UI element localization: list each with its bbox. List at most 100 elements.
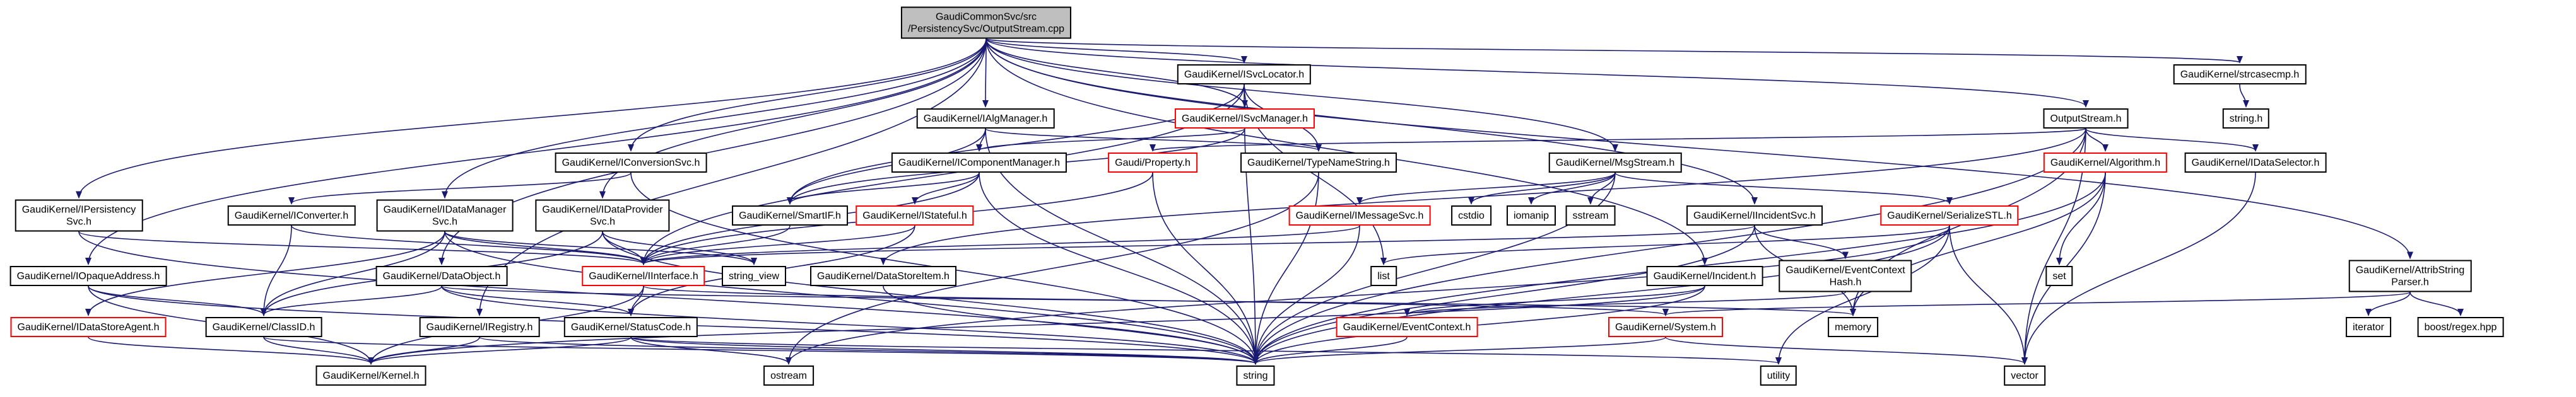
node-gaudikernel-istateful-h[interactable]: GaudiKernel/IStateful.h xyxy=(856,205,974,226)
edge-n3-n18 xyxy=(787,128,986,205)
node-gaudikernel-imessagesvc-h[interactable]: GaudiKernel/IMessageSvc.h xyxy=(1288,205,1431,226)
node-gaudikernel-isvclocator-h[interactable]: GaudiKernel/ISvcLocator.h xyxy=(1177,64,1312,84)
node-iterator: iterator xyxy=(2346,317,2391,337)
edge-n25-n47 xyxy=(1252,225,1950,365)
edge-n11-n25 xyxy=(1614,172,1953,205)
edge-n41-n47 xyxy=(1252,337,1666,365)
node-gaudikernel-attribstring-parser-h[interactable]: GaudiKernel/AttribString Parser.h xyxy=(2348,260,2472,292)
edge-n16-n36 xyxy=(85,231,445,316)
edge-n37-n45 xyxy=(263,337,374,365)
edge-n0-n32 xyxy=(985,38,1708,265)
node-gaudikernel-iinterface-h[interactable]: GaudiKernel/IInterface.h xyxy=(582,266,705,286)
node-sstream: sstream xyxy=(1565,205,1616,226)
node-list: list xyxy=(1370,266,1397,286)
node-gaudikernel-iincidentsvc-h[interactable]: GaudiKernel/IIncidentSvc.h xyxy=(1686,205,1823,226)
edge-n40-n47 xyxy=(1252,337,1408,365)
edge-n8-n18 xyxy=(787,172,980,205)
edge-n14-n47 xyxy=(78,231,1259,365)
node-gaudikernel-idataprovider-svc-h[interactable]: GaudiKernel/IDataProvider Svc.h xyxy=(535,199,670,232)
node-gaudikernel-iopaqueaddress-h[interactable]: GaudiKernel/IOpaqueAddress.h xyxy=(9,266,167,286)
node-gaudikernel-incident-h[interactable]: GaudiKernel/Incident.h xyxy=(1646,266,1763,286)
edge-n0-n16 xyxy=(442,38,987,199)
node-gaudikernel-eventcontext-h[interactable]: GaudiKernel/EventContext.h xyxy=(1336,317,1478,337)
node-gaudikernel-iregistry-h[interactable]: GaudiKernel/IRegistry.h xyxy=(419,317,540,337)
edge-n6-n47 xyxy=(1252,128,2086,365)
edge-n9-n47 xyxy=(1152,172,1259,365)
node-set: set xyxy=(2045,266,2073,286)
node-gaudikernel-eventcontext-hash-h[interactable]: GaudiKernel/EventContext Hash.h xyxy=(1779,260,1912,292)
edge-n15-n37 xyxy=(261,225,292,316)
edge-n28-n41 xyxy=(643,285,1669,316)
edge-n0-n7 xyxy=(628,38,987,152)
edge-n3-n10 xyxy=(985,128,1322,152)
node-gaudikernel-system-h[interactable]: GaudiKernel/System.h xyxy=(1608,317,1724,337)
edge-n30-n47 xyxy=(883,285,1259,365)
node-gaudikernel-idatastoreagent-h[interactable]: GaudiKernel/IDataStoreAgent.h xyxy=(10,317,167,337)
edge-n35-n43 xyxy=(2365,292,2411,316)
node-gaudikernel-strcasecmp-h[interactable]: GaudiKernel/strcasecmp.h xyxy=(2173,64,2307,84)
node-gaudi-property-h[interactable]: Gaudi/Property.h xyxy=(1108,152,1197,173)
edge-n17-n29 xyxy=(602,231,757,265)
node-gaudikernel-iconverter-h[interactable]: GaudiKernel/IConverter.h xyxy=(227,205,356,226)
edge-n20-n47 xyxy=(1252,225,1360,365)
edge-n11-n20 xyxy=(1356,172,1616,205)
node-gaudikernel-isvcmanager-h[interactable]: GaudiKernel/ISvcManager.h xyxy=(1174,108,1315,129)
edge-n12-n34 xyxy=(2056,172,2106,265)
edge-n35-n41 xyxy=(1662,291,2411,316)
node-gaudikernel-smartif-h[interactable]: GaudiKernel/SmartIF.h xyxy=(732,205,848,226)
node-gaudikernel-idatamanager-svc-h[interactable]: GaudiKernel/IDataManager Svc.h xyxy=(376,199,514,232)
node-gaudikernel-dataobject-h[interactable]: GaudiKernel/DataObject.h xyxy=(375,266,508,286)
edge-n38-n45 xyxy=(368,337,480,365)
node-gaudikernel-algorithm-h[interactable]: GaudiKernel/Algorithm.h xyxy=(2043,152,2168,173)
node-gaudikernel-serializestl-h[interactable]: GaudiKernel/SerializeSTL.h xyxy=(1880,205,2019,226)
edge-n8-n47 xyxy=(979,172,1259,365)
node-iomanip: iomanip xyxy=(1506,205,1556,226)
node-outputstream-h[interactable]: OutputStream.h xyxy=(2043,108,2129,129)
edge-n2-n5 xyxy=(2239,84,2249,108)
edge-n25-n48 xyxy=(1775,225,1950,365)
node-memory: memory xyxy=(1828,317,1878,337)
edge-n0-n35 xyxy=(985,38,2413,260)
node-gaudikernel-typenamestring-h[interactable]: GaudiKernel/TypeNameString.h xyxy=(1240,152,1397,173)
edge-n13-n49 xyxy=(2021,172,2256,365)
node-gaudikernel-ipersistency-svc-h[interactable]: GaudiKernel/IPersistency Svc.h xyxy=(15,199,143,232)
edge-n27-n39 xyxy=(441,285,634,316)
edge-n0-n3 xyxy=(982,38,989,108)
edge-n35-n44 xyxy=(2409,292,2464,316)
node-gaudikernel-statuscode-h[interactable]: GaudiKernel/StatusCode.h xyxy=(563,317,698,337)
node-gaudikernel-kernel-h[interactable]: GaudiKernel/Kernel.h xyxy=(315,365,426,386)
node-gaudikernel-classid-h[interactable]: GaudiKernel/ClassID.h xyxy=(205,317,322,337)
node-gaudikernel-ialgmanager-h[interactable]: GaudiKernel/IAlgManager.h xyxy=(916,108,1055,129)
edge-n16-n29 xyxy=(444,231,757,265)
node-gaudikernel-iconversionsvc-h[interactable]: GaudiKernel/IConversionSvc.h xyxy=(555,152,707,173)
edge-n0-n27 xyxy=(438,38,987,265)
edge-n6-n9 xyxy=(1150,128,2086,152)
node-string-h: string.h xyxy=(2222,108,2270,129)
edge-n24-n28 xyxy=(640,225,1755,265)
edge-n0-n4 xyxy=(985,38,1248,108)
edge-n33-n40 xyxy=(1404,291,1846,316)
edge-n0-n11 xyxy=(985,38,1618,152)
edge-n10-n47 xyxy=(1252,172,1319,365)
node-boost-regex-hpp: boost/regex.hpp xyxy=(2417,317,2504,337)
edge-n0-n26 xyxy=(85,38,987,265)
edge-n0-n6 xyxy=(985,38,2089,108)
node-string-view: string_view xyxy=(721,266,787,286)
edge-n36-n45 xyxy=(88,337,374,365)
edge-n39-n47 xyxy=(630,337,1259,365)
node-gaudikernel-icomponentmanager-h[interactable]: GaudiKernel/IComponentManager.h xyxy=(891,152,1067,173)
edge-n18-n28 xyxy=(640,225,791,265)
edge-n11-n21 xyxy=(1468,172,1616,205)
edge-n4-n8 xyxy=(976,128,1245,152)
edge-n27-n37 xyxy=(261,285,442,316)
edge-n0-n38 xyxy=(476,38,987,316)
node-gaudikernel-datastoreitem-h[interactable]: GaudiKernel/DataStoreItem.h xyxy=(810,266,956,286)
edge-n25-n31 xyxy=(1380,225,1950,265)
edge-n27-n47 xyxy=(441,285,1259,365)
edge-n25-n46 xyxy=(785,225,1950,365)
node-gaudikernel-msgstream-h[interactable]: GaudiKernel/MsgStream.h xyxy=(1548,152,1682,173)
node-gaudikernel-idataselector-h[interactable]: GaudiKernel/IDataSelector.h xyxy=(2184,152,2327,173)
edge-n10-n46 xyxy=(785,172,1319,365)
node-cstdio: cstdio xyxy=(1451,205,1491,226)
